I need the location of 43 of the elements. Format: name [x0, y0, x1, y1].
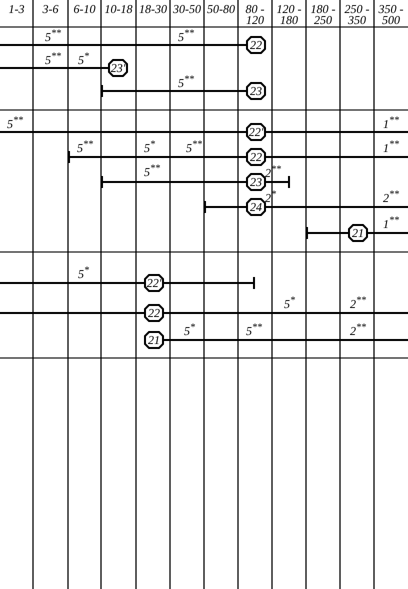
- column-header: 18-30: [138, 4, 168, 15]
- column-header: 50-80: [206, 4, 236, 15]
- grade-note: 5$^{**}$: [144, 163, 160, 178]
- grade-note: 5$^{*}$: [78, 265, 89, 280]
- grade-note: 5$^{**}$: [178, 74, 194, 89]
- column-header: 350 - 500: [378, 4, 404, 26]
- octagon-marker: 23: [246, 82, 266, 100]
- grade-note: 5$^{**}$: [45, 28, 61, 43]
- octagon-marker: 22': [144, 274, 164, 292]
- column-header: 80 - 120: [244, 4, 266, 26]
- column-header: 3-6: [42, 4, 60, 15]
- grade-note: 5$^{*}$: [284, 295, 295, 310]
- grade-note: 5$^{*}$: [144, 139, 155, 154]
- grade-note: 5$^{**}$: [178, 28, 194, 43]
- grade-note: 2$^{**}$: [383, 189, 399, 204]
- column-header: 120 - 180: [276, 4, 302, 26]
- grade-note: 5$^{**}$: [186, 139, 202, 154]
- octagon-marker: 23': [108, 59, 128, 77]
- column-header: 6-10: [72, 4, 96, 15]
- octagon-marker: 24: [246, 198, 266, 216]
- octagon-marker: 23: [246, 173, 266, 191]
- column-header: 250 - 350: [344, 4, 370, 26]
- grade-note: 1$^{**}$: [383, 139, 399, 154]
- column-header: 30-50: [172, 4, 202, 15]
- octagon-marker: 21: [144, 331, 164, 349]
- octagon-marker: 22: [246, 36, 266, 54]
- octagon-marker: 21: [348, 224, 368, 242]
- grade-note: 5$^{**}$: [246, 322, 262, 337]
- grade-note: 2$^{**}$: [350, 295, 366, 310]
- grade-note: 5$^{*}$: [78, 51, 89, 66]
- octagon-marker: 22: [144, 304, 164, 322]
- grade-note: 5$^{**}$: [7, 115, 23, 130]
- grade-note: 1$^{**}$: [383, 215, 399, 230]
- column-header: 180 - 250: [310, 4, 336, 26]
- column-header: 1-3: [8, 4, 26, 15]
- grade-note: 5$^{**}$: [77, 139, 93, 154]
- column-header: 10-18: [104, 4, 134, 15]
- grade-note: 1$^{**}$: [383, 115, 399, 130]
- grade-note: 2$^{**}$: [350, 322, 366, 337]
- grade-note: 5$^{*}$: [184, 322, 195, 337]
- octagon-marker: 22': [246, 123, 266, 141]
- octagon-marker: 22: [246, 148, 266, 166]
- grade-note: 5$^{**}$: [45, 51, 61, 66]
